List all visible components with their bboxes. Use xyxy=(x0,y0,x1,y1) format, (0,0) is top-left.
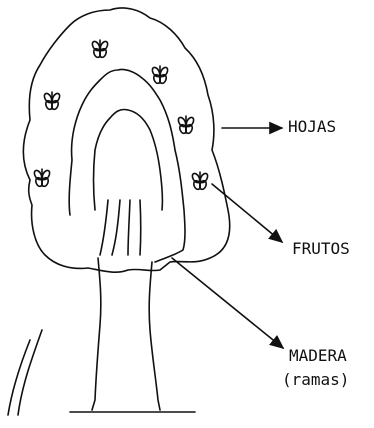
branch-center-left xyxy=(112,200,120,255)
grass-stroke-2 xyxy=(18,330,42,415)
label-hojas: HOJAS xyxy=(288,118,336,136)
label-frutos: FRUTOS xyxy=(292,240,350,258)
branch-left xyxy=(100,200,108,255)
trunk-left-edge xyxy=(92,258,101,410)
leaf-cluster-icon xyxy=(151,66,169,84)
leaf-cluster-icon xyxy=(177,116,195,134)
inner-canopy xyxy=(69,69,185,262)
branch-center-right xyxy=(128,200,130,255)
trunk-right-edge xyxy=(149,262,160,410)
outer-foliage xyxy=(23,8,229,272)
leaf-cluster-icon xyxy=(33,169,51,187)
branch-right xyxy=(140,200,141,255)
label-ramas: (ramas) xyxy=(282,371,349,389)
leaf-cluster-icon xyxy=(91,40,109,58)
label-madera: MADERA xyxy=(289,347,347,365)
leaf-cluster-icon xyxy=(191,172,209,190)
branch-outline xyxy=(94,109,163,210)
arrow-madera xyxy=(172,258,283,348)
arrow-frutos xyxy=(212,184,282,242)
leaf-cluster-icon xyxy=(43,92,61,110)
